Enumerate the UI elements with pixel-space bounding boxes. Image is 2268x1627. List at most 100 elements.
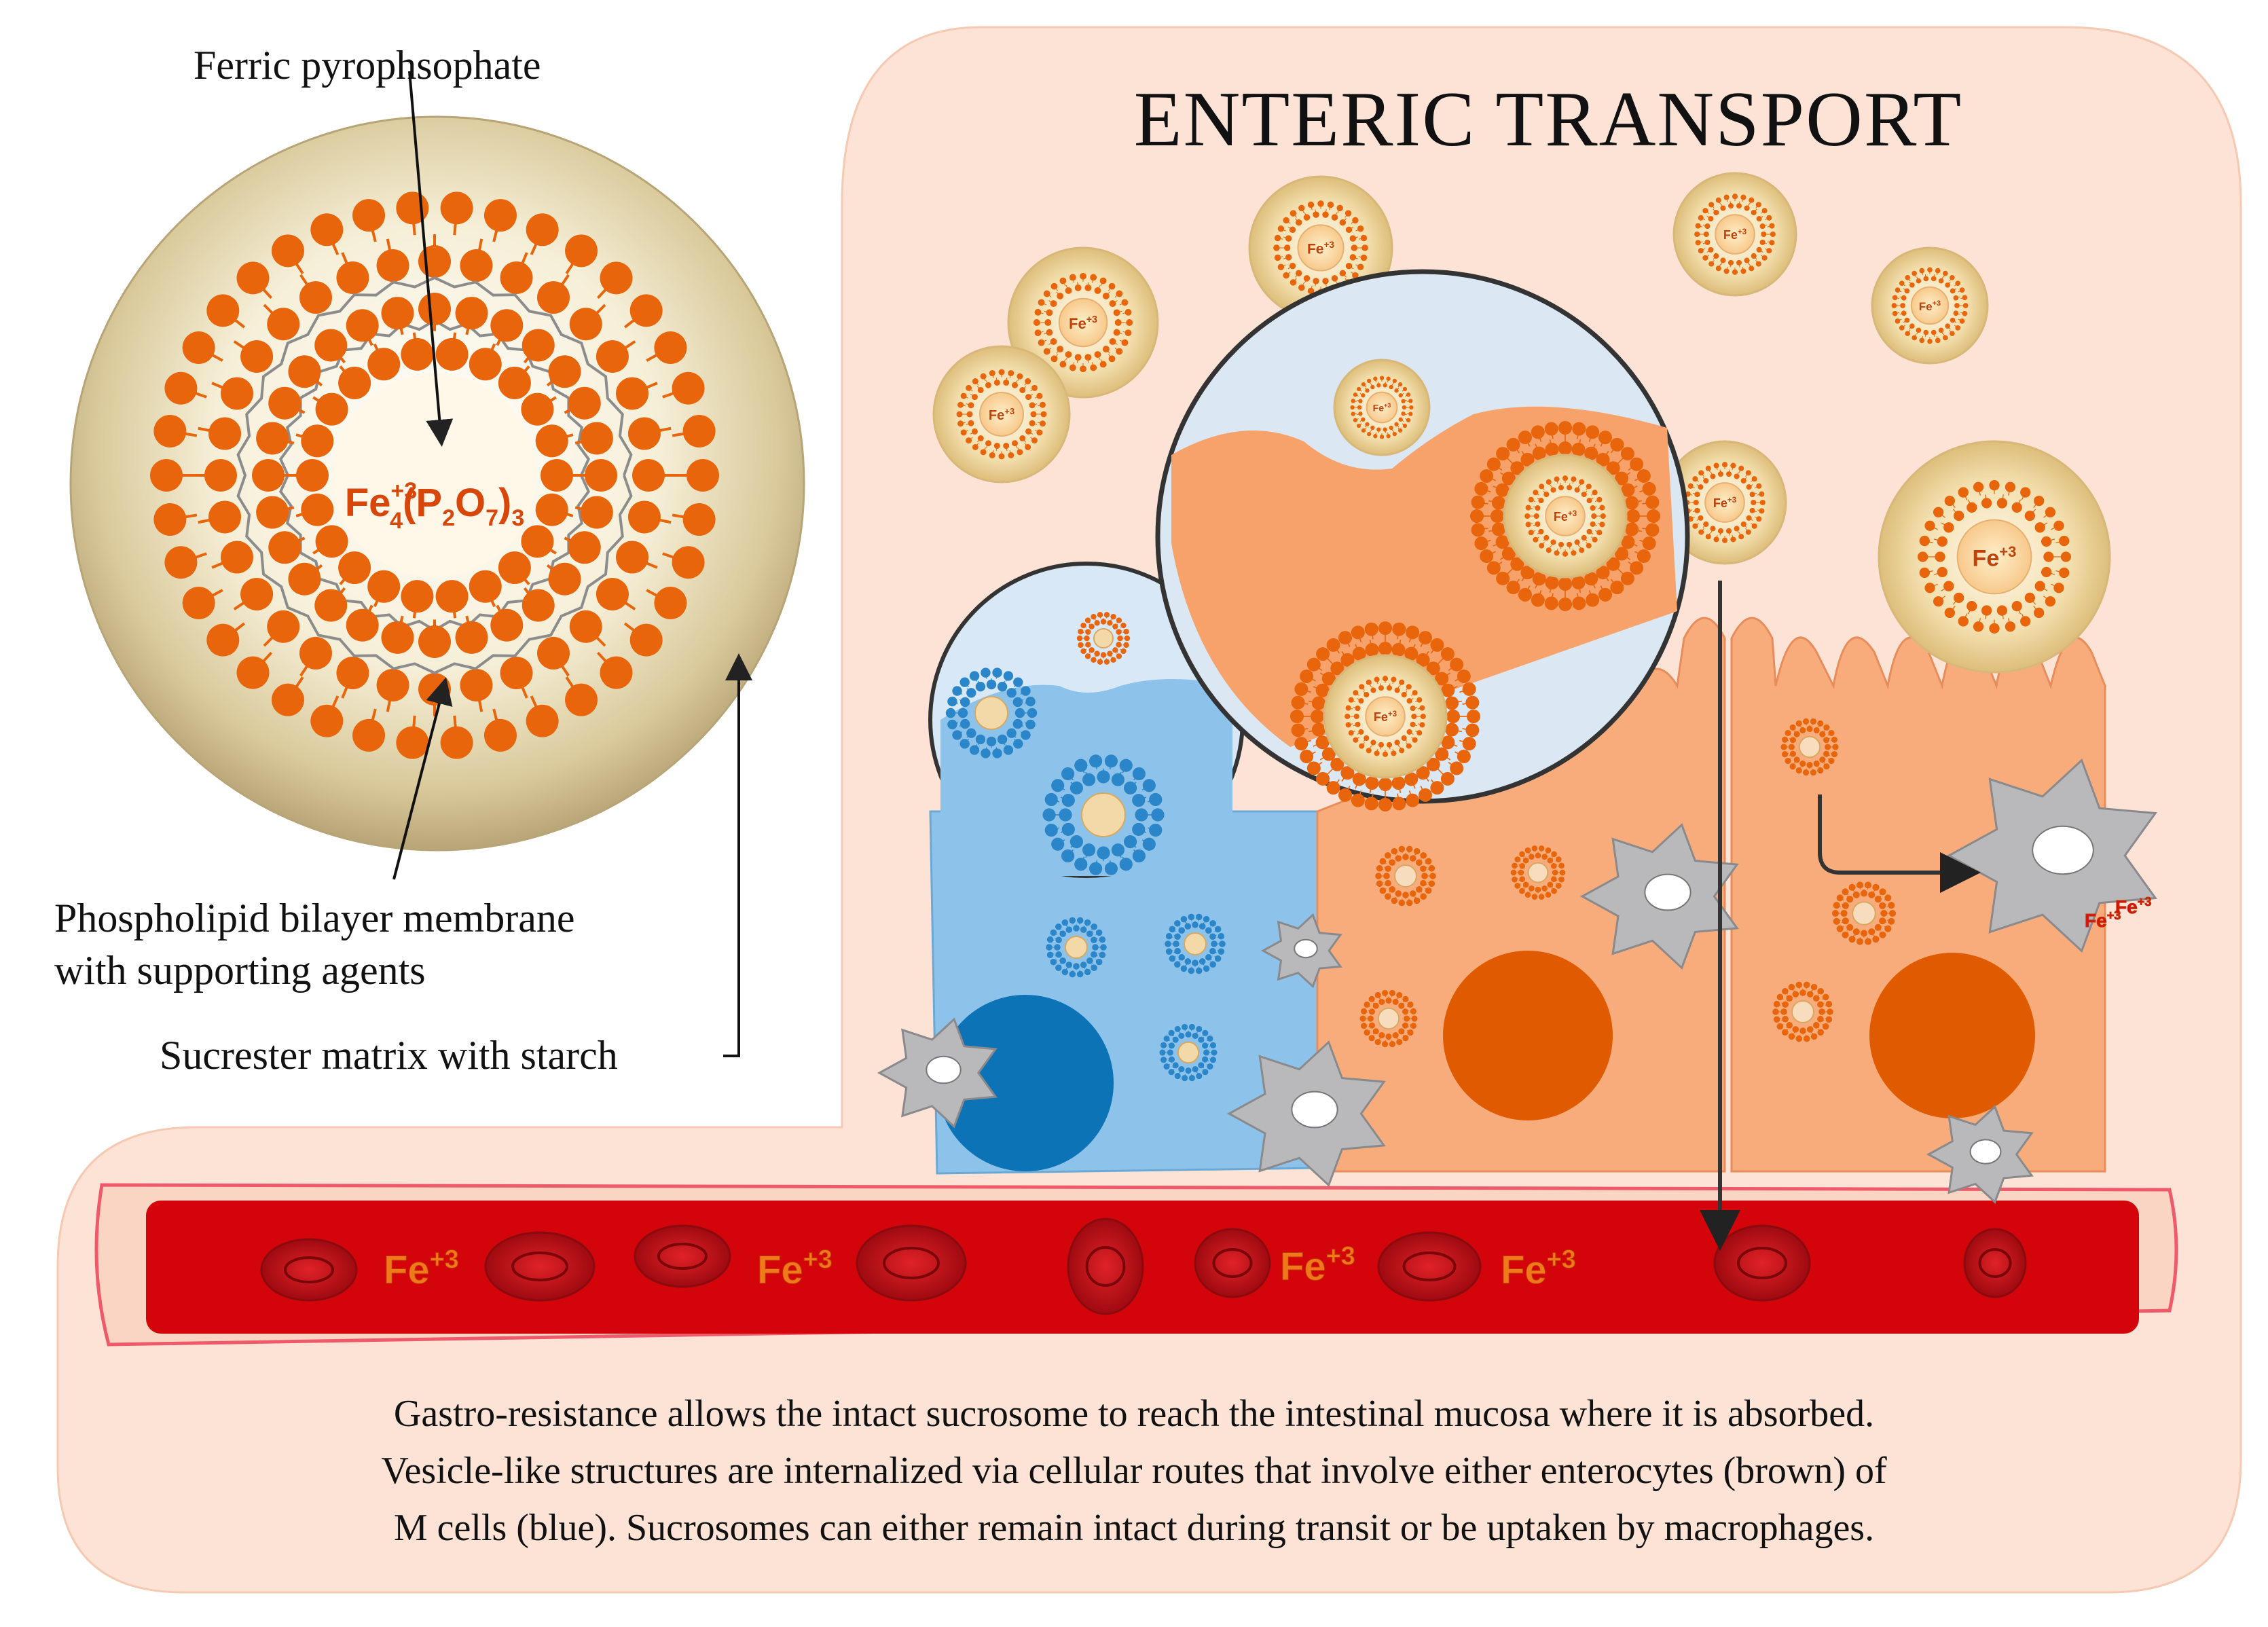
lipid-head [1351,399,1355,403]
lipid-head [989,370,995,377]
lipid-head [1606,461,1620,475]
red-blood-cell [634,1224,731,1288]
lipid-head [1091,951,1097,958]
lipid-head [2024,510,2035,522]
magnifier-mcell [928,562,1245,878]
matrix-arrow [723,653,752,1057]
lipid-head [1819,756,1826,763]
lipid-head [1586,425,1600,439]
lipid-head [1426,661,1440,676]
lipid-head [1110,657,1116,663]
lipid-head [1751,499,1757,506]
lipid-head [1827,1008,1833,1015]
lipid-head [1793,756,1800,763]
lipid-head [1036,392,1043,399]
lipid-head [1406,743,1412,749]
lipid-head [1872,936,1880,943]
lipid-head [1036,429,1043,436]
lipid-head [1059,957,1067,964]
lipid-head [1705,465,1711,471]
lipid-head [1019,435,1026,442]
lipid-head [1445,696,1459,710]
lipid-head [672,371,705,405]
lipid-head [1116,653,1122,659]
lipid-head [1818,1008,1825,1015]
lipid-head [1349,235,1357,242]
lipid-head [1833,902,1840,909]
lipid-head [1160,1057,1167,1063]
lipid-head [1533,513,1539,519]
lipid-head [1524,847,1531,854]
macrophages [877,758,2157,1204]
lipid-head [1116,629,1122,635]
lipid-head [1723,194,1730,200]
lipid-head [1759,508,1765,514]
lipid-head [1751,476,1757,482]
membrane-label-line2: with supporting agents [54,948,426,993]
lipid-head [1786,1021,1793,1029]
lipid-head [1698,470,1704,476]
lipid-head [1379,376,1385,380]
lipid-head [1746,484,1752,490]
lipid-head [182,331,215,365]
lipid-head [1025,394,1032,401]
lipid-head [1496,447,1510,461]
fe-ion-label: Fe+3 [1501,1245,1576,1292]
lipid-head [1351,412,1355,416]
lipid-head [548,562,581,596]
lipid-head [1550,539,1556,545]
lipid-head [1180,965,1188,972]
lipid-head [1531,425,1545,439]
lipid-head [1636,549,1651,564]
core-space [333,373,536,577]
lipid-head [1720,257,1726,263]
lipid-head [1057,292,1064,299]
lipid-head [1084,354,1092,361]
lipid-head [1397,428,1403,433]
lipid-head [1025,378,1031,385]
lipid-head [1401,691,1407,698]
lipid-head [1100,619,1107,625]
rbc-center [1737,1247,1787,1279]
lipid-head [1111,843,1125,857]
lipid-head [1046,951,1054,959]
lipid-head [1006,728,1017,738]
lipid-head [1102,346,1110,353]
lipid-head [1596,566,1610,580]
lipid-head [1360,254,1368,261]
lipid-head [1554,550,1560,556]
lipid-head [1692,523,1698,529]
lipid-head [1904,317,1910,323]
lipid-head [1209,919,1216,927]
lipid-head [1954,303,1960,308]
lipid-head [1535,852,1541,859]
lipid-head [1211,1049,1218,1056]
lipid-head [1745,470,1751,476]
lipid-head [1740,268,1746,274]
lipid-head [1313,278,1319,285]
lipid-head [1904,288,1910,294]
red-blood-cell [1963,1228,2027,1298]
lipid-head [1178,1066,1185,1073]
lipid-head [1370,687,1376,693]
lipid-head [1457,750,1471,764]
lipid-head [1395,890,1402,897]
lipid-head [1307,287,1315,295]
lipid-head [1051,837,1065,851]
vesicle [1046,917,1107,978]
lipid-head [1406,729,1412,735]
lipid-head [1378,1032,1385,1039]
lipid-head [1416,730,1423,736]
lipid-head [1361,428,1366,433]
lipid-head [1370,384,1375,390]
lipid-head [1781,751,1789,758]
lipid-head [1205,927,1212,934]
lipid-head [1025,428,1032,435]
lipid-head [1522,881,1529,888]
lipid-head [1185,1031,1192,1038]
lipid-head [1715,266,1721,272]
lipid-head [1391,847,1398,855]
lipid-head [1836,925,1844,932]
lipid-head [1290,710,1304,723]
